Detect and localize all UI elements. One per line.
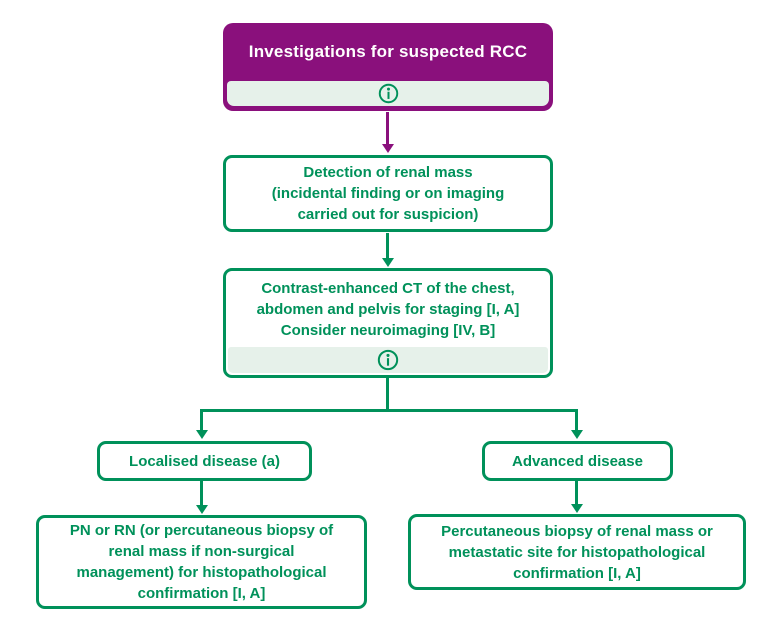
node-percutaneous-biopsy: Percutaneous biopsy of renal mass or met… — [408, 514, 746, 590]
ct-info-strip[interactable] — [228, 347, 548, 373]
arrow-head — [571, 430, 583, 439]
arrow-head — [382, 258, 394, 267]
branch-stem — [386, 378, 389, 411]
text-line: abdomen and pelvis for staging [I, A] — [256, 300, 520, 318]
branch-left-stem — [200, 409, 203, 430]
node-detection-renal-mass: Detection of renal mass (incidental find… — [223, 155, 553, 232]
text-line: Detection of renal mass — [303, 164, 473, 181]
text-line: carried out for suspicion) — [297, 206, 479, 223]
text-line: (incidental finding or on imaging — [271, 185, 505, 202]
text-line: management) for histopathological — [76, 564, 327, 581]
text-line: Contrast-enhanced CT of the chest, — [261, 279, 515, 297]
text-line: metastatic site for histopathological — [448, 543, 706, 561]
node-advanced-disease: Advanced disease — [482, 441, 673, 481]
node-investigations-header: Investigations for suspected RCC — [223, 23, 553, 111]
arrow-stem — [386, 112, 389, 144]
text-line: Consider neuroimaging [IV, B] — [280, 321, 496, 339]
arrow-head — [571, 504, 583, 513]
node-localised-disease: Localised disease (a) — [97, 441, 312, 481]
text-line: renal mass if non-surgical — [108, 543, 295, 560]
branch-bar — [200, 409, 578, 412]
arrow-head — [196, 430, 208, 439]
branch-right-stem — [575, 409, 578, 430]
node-text: Localised disease (a) — [100, 444, 309, 478]
node-text: Percutaneous biopsy of renal mass or met… — [411, 517, 743, 587]
node-text: Contrast-enhanced CT of the chest, abdom… — [226, 271, 550, 347]
arrow-stem — [575, 481, 578, 504]
arrow-head — [382, 144, 394, 153]
node-ct-staging: Contrast-enhanced CT of the chest, abdom… — [223, 268, 553, 378]
text-line: Localised disease (a) — [129, 452, 280, 470]
node-text: Detection of renal mass (incidental find… — [226, 158, 550, 229]
text-line: PN or RN (or percutaneous biopsy of — [69, 522, 334, 539]
node-pn-rn-biopsy: PN or RN (or percutaneous biopsy of rena… — [36, 515, 367, 609]
info-icon[interactable] — [378, 83, 399, 104]
text-line: Advanced disease — [512, 452, 643, 470]
text-line: Percutaneous biopsy of renal mass or — [441, 522, 713, 540]
node-text: PN or RN (or percutaneous biopsy of rena… — [39, 518, 364, 606]
header-info-strip[interactable] — [227, 81, 549, 106]
arrow-head — [196, 505, 208, 514]
arrow-stem — [386, 233, 389, 258]
node-text: Advanced disease — [485, 444, 670, 478]
text-line: confirmation [I, A] — [513, 564, 641, 582]
text-line: confirmation [I, A] — [137, 585, 266, 602]
arrow-stem — [200, 481, 203, 505]
header-title: Investigations for suspected RCC — [248, 42, 528, 61]
info-icon[interactable] — [377, 349, 399, 371]
